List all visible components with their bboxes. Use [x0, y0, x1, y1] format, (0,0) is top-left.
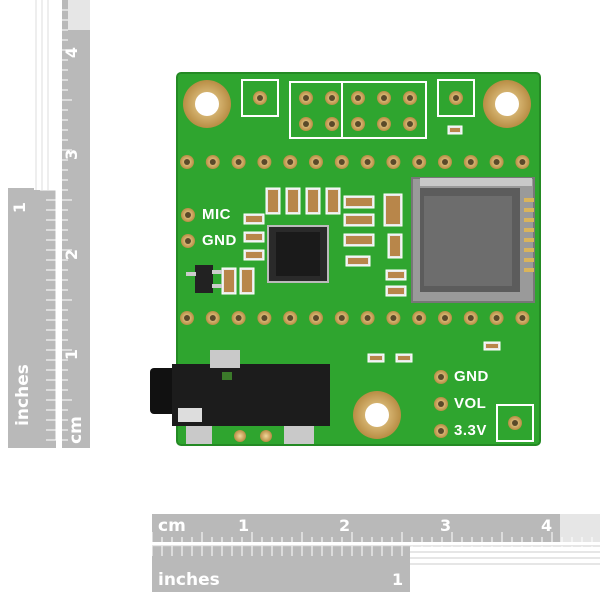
microsd-card-slot	[411, 177, 535, 303]
silkscreen-vol-label: VOL	[454, 395, 487, 412]
horizontal-cm-number-3: 3	[440, 516, 452, 535]
horizontal-cm-number-2: 2	[339, 516, 351, 535]
mounting-hole-top-right	[483, 80, 531, 128]
silkscreen-gnd-left-label: GND	[202, 232, 237, 249]
horizontal-cm-number-4: 4	[541, 516, 553, 535]
horizontal-inches-unit-label: inches	[158, 570, 220, 590]
silkscreen-gnd-right-label: GND	[454, 368, 489, 385]
transistor	[186, 265, 222, 293]
audio-codec-chip	[267, 225, 329, 283]
audio-jack	[150, 350, 330, 444]
silkscreen-mic-label: MIC	[202, 206, 231, 223]
horizontal-cm-unit-label: cm	[158, 516, 186, 536]
mounting-hole-top-left	[183, 80, 231, 128]
silkscreen-3v3-label: 3.3V	[454, 422, 487, 439]
mounting-hole-bottom	[353, 391, 401, 439]
horizontal-inches-number-1: 1	[392, 570, 404, 589]
horizontal-cm-number-1: 1	[238, 516, 250, 535]
